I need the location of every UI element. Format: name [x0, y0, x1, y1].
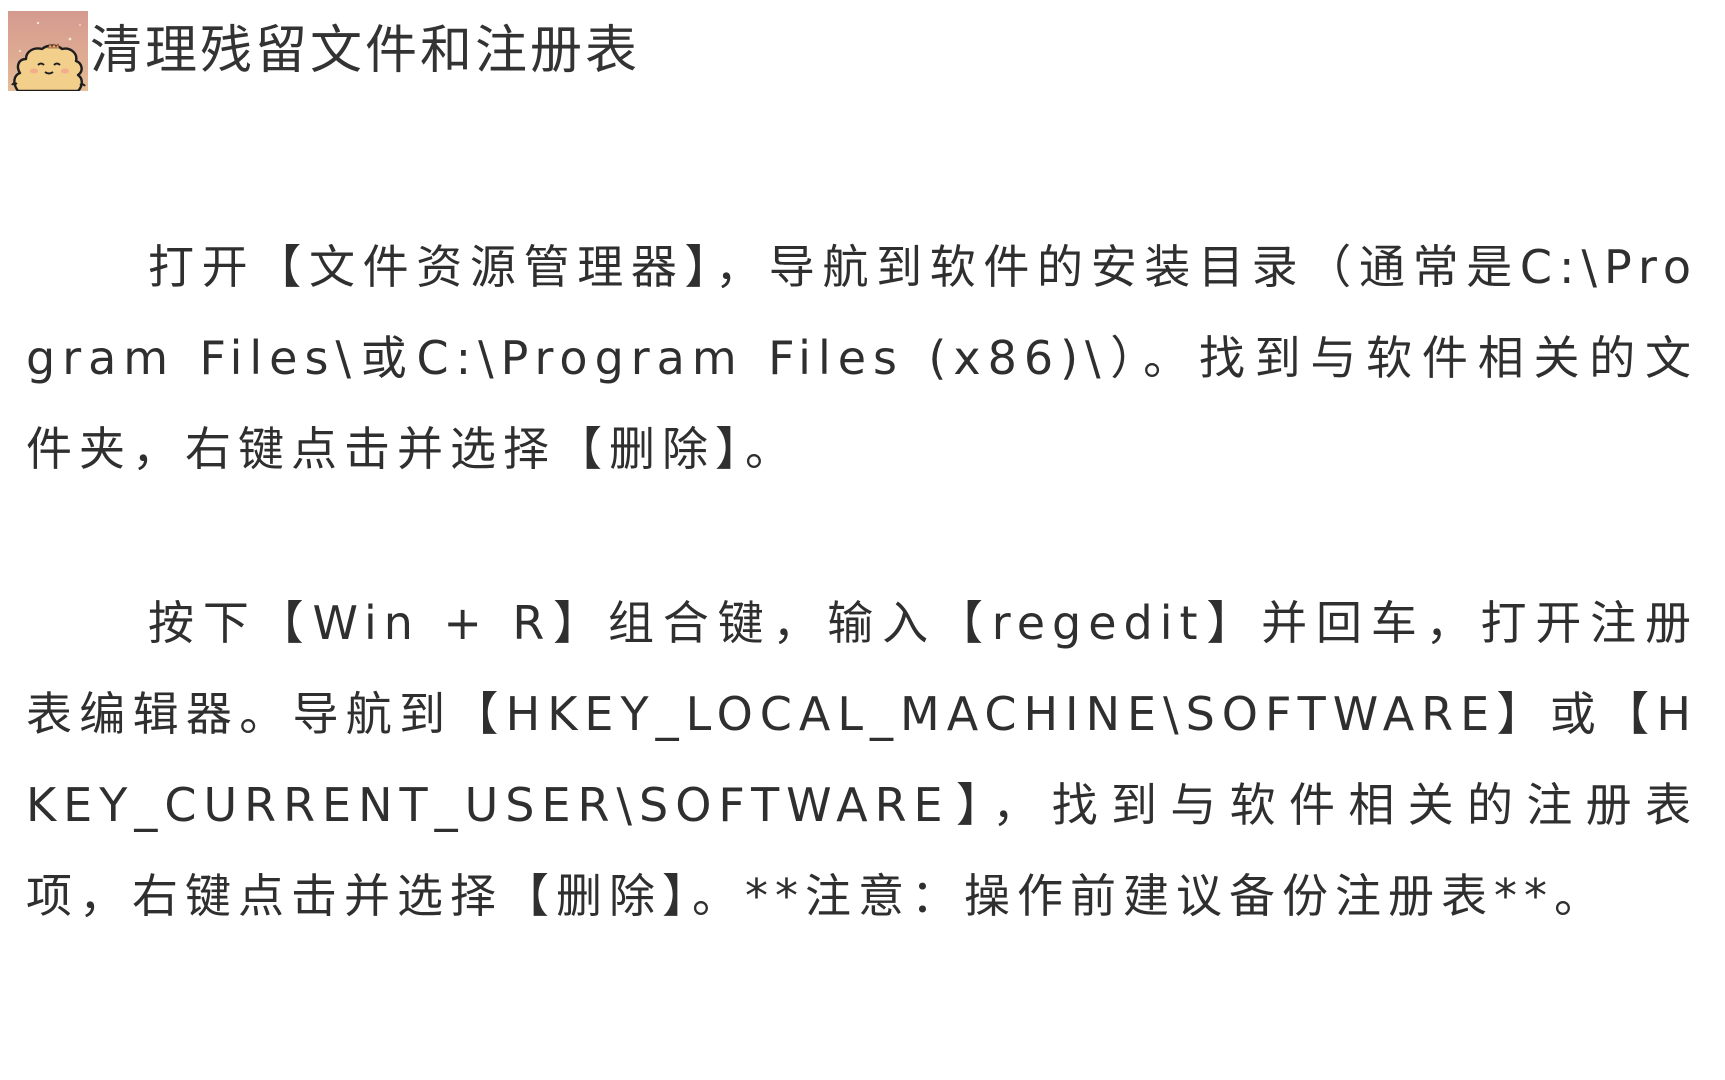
- paragraph-clean-residual-files: 打开【文件资源管理器】，导航到软件的安装目录（通常是C:\Program Fil…: [26, 240, 1698, 476]
- article-body: 打开【文件资源管理器】，导航到软件的安装目录（通常是C:\Program Fil…: [26, 222, 1698, 942]
- paragraph-clean-registry: 按下【Win + R】组合键，输入【regedit】并回车，打开注册表编辑器。导…: [26, 596, 1698, 923]
- page-title: 清理残留文件和注册表: [90, 21, 641, 81]
- avatar: [8, 11, 88, 91]
- section-header: 清理残留文件和注册表: [8, 11, 640, 91]
- cartoon-bear-avatar-icon: [11, 21, 86, 91]
